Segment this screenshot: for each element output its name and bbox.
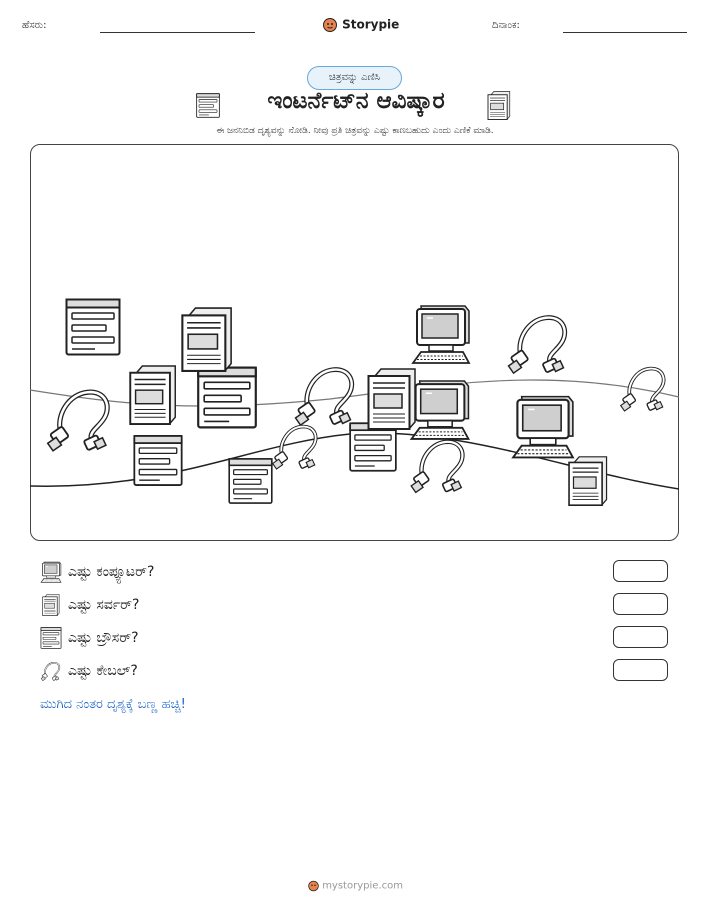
date-line[interactable] (563, 32, 687, 33)
browser-icon (65, 298, 120, 355)
answer-box-computers[interactable] (613, 560, 668, 582)
cable-icon (508, 317, 564, 373)
computer-icon (411, 304, 470, 364)
name-label: ಹೆಸರು: (22, 20, 47, 31)
footer-url[interactable]: mystorypie.com (322, 880, 403, 892)
storypie-logo-icon (308, 880, 319, 892)
name-line[interactable] (100, 32, 255, 33)
scene-illustration (29, 298, 679, 506)
browser-icon (196, 365, 257, 429)
question-label: ಎಷ್ಟು ಕಂಪ್ಯೂಟರ್? (68, 564, 155, 580)
brand-name: Storypie (342, 17, 400, 32)
storypie-logo-icon (323, 17, 337, 32)
question-label: ಎಷ್ಟು ಬ್ರೌಸರ್? (68, 630, 139, 646)
browser-icon (40, 627, 62, 649)
answer-box-cables[interactable] (613, 659, 668, 681)
cable-icon (411, 441, 462, 492)
computer-icon (511, 395, 574, 459)
question-cables: ಎಷ್ಟು ಕೇಬಲ್? (40, 660, 138, 682)
browser-icon (132, 434, 183, 486)
date-label: ದಿನಾಂಕ: (492, 20, 520, 31)
question-computers: ಎಷ್ಟು ಕಂಪ್ಯೂಟರ್? (40, 561, 154, 583)
brand-logo: Storypie (323, 14, 399, 32)
server-icon (487, 91, 511, 120)
scene-frame (29, 144, 679, 541)
question-servers: ಎಷ್ಟು ಸರ್ವರ್? (40, 594, 139, 616)
server-icon (40, 594, 62, 616)
coloring-note: ಮುಗಿದ ನಂತರ ದೃಶ್ಯಕ್ಕೆ ಬಣ್ಣ ಹಚ್ಚಿ! (40, 697, 186, 712)
server-icon (128, 364, 176, 425)
computer-icon (40, 561, 62, 583)
question-browsers: ಎಷ್ಟು ಬ್ರೌಸರ್? (40, 627, 139, 649)
question-label: ಎಷ್ಟು ಕೇಬಲ್? (68, 663, 138, 679)
server-icon (367, 367, 416, 430)
question-label: ಎಷ್ಟು ಸರ್ವರ್? (68, 597, 140, 613)
cable-icon (272, 426, 315, 468)
browser-icon (227, 457, 273, 504)
instruction-text: ಈ ಜನನಿಬಿಡ ದೃಶ್ಯವನ್ನು ನೋಡಿ. ನೀವು ಪ್ರತಿ ಚಿ… (216, 126, 494, 136)
computer-icon (409, 379, 470, 440)
answer-box-browsers[interactable] (613, 626, 668, 648)
browser-icon (348, 421, 397, 472)
cable-icon (40, 660, 62, 682)
answer-box-servers[interactable] (613, 593, 668, 615)
server-icon (567, 455, 607, 506)
server-icon (180, 306, 232, 372)
browser-icon (196, 93, 220, 118)
cable-icon (47, 392, 107, 451)
activity-badge: ಚಿತ್ರವನ್ನು ಎಣಿಸಿ (307, 66, 402, 90)
footer: mystorypie.com (308, 880, 403, 892)
page-title: ಇಂಟರ್ನೆಟ್‌ನ ಆವಿಷ್ಕಾರ (267, 88, 445, 114)
